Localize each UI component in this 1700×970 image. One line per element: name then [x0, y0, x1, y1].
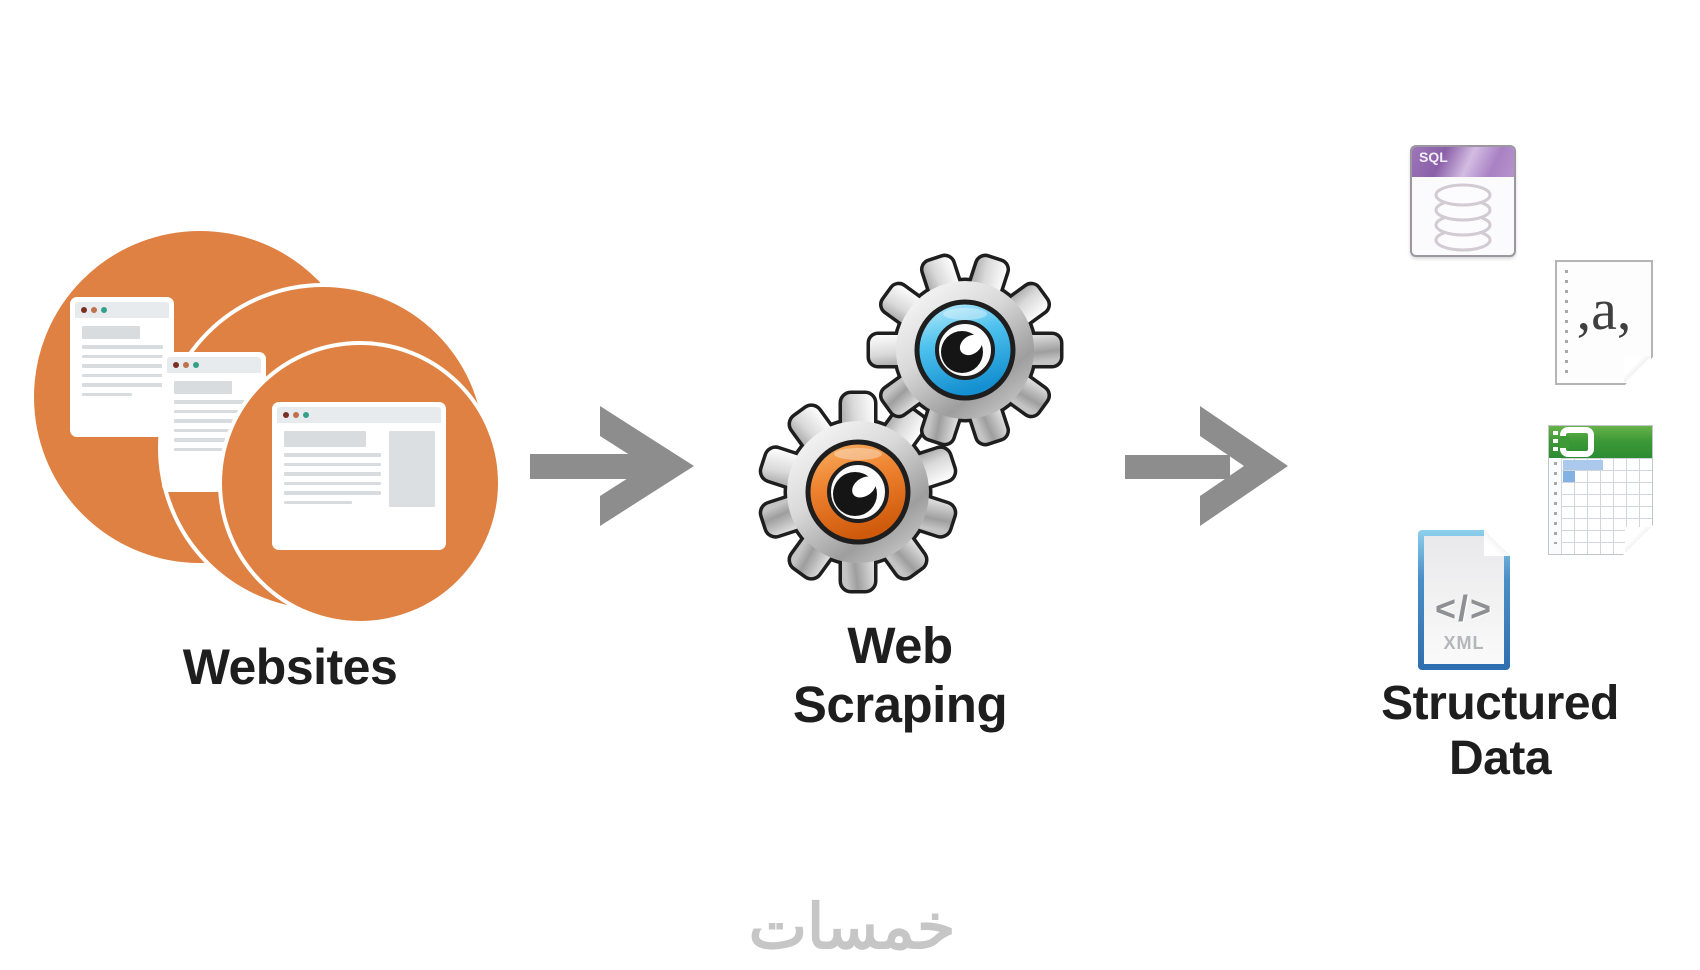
content-line: [284, 472, 381, 476]
content-line: [82, 383, 163, 387]
xml-badge: XML: [1443, 633, 1485, 653]
browser-titlebar: [75, 302, 169, 318]
csv-glyph: ,a,: [1576, 277, 1632, 342]
window-dot-icon: [91, 307, 97, 313]
window-dot-icon: [293, 412, 299, 418]
content-line: [174, 447, 225, 451]
content-line: [82, 345, 163, 349]
content-block: [82, 326, 140, 339]
csv-text-file-icon: ,a,: [1555, 260, 1653, 385]
websites-label: Websites: [182, 639, 398, 695]
browser-titlebar: [277, 407, 441, 423]
selected-cells: [1563, 471, 1575, 482]
content-line: [174, 438, 255, 442]
selected-cells: [1563, 460, 1603, 470]
content-line: [284, 481, 381, 485]
right-arrow-icon: [530, 406, 694, 526]
window-dot-icon: [283, 412, 289, 418]
web-scraping-label: Web Scraping: [792, 617, 1008, 733]
browser-content: [167, 373, 261, 451]
content-line: [82, 364, 163, 368]
sql-database-file-icon: SQL: [1410, 145, 1516, 257]
content-line: [174, 400, 255, 404]
content-block: [284, 431, 366, 447]
browser-titlebar: [167, 357, 261, 373]
window-dot-icon: [101, 307, 107, 313]
window-dot-icon: [173, 362, 179, 368]
window-dot-icon: [303, 412, 309, 418]
browser-content: [277, 423, 441, 507]
gear-blue: [870, 255, 1060, 445]
content-line: [82, 373, 163, 377]
content-block: [174, 381, 232, 394]
sql-badge: SQL: [1419, 149, 1448, 165]
browser-window-back: [70, 297, 174, 437]
database-cylinder-icon: [1412, 177, 1514, 255]
content-column: [284, 431, 381, 507]
folded-corner-icon: [1625, 527, 1652, 554]
window-dot-icon: [81, 307, 87, 313]
excel-file-header: [1549, 426, 1652, 458]
excel-logo-icon: [1553, 427, 1594, 457]
content-line: [284, 462, 381, 466]
content-line: [174, 428, 255, 432]
sql-file-header: SQL: [1412, 147, 1514, 177]
content-line: [284, 453, 381, 457]
window-dot-icon: [193, 362, 199, 368]
structured-data-label: Structured Data: [1381, 677, 1619, 785]
xml-file-body: </> XML: [1424, 536, 1504, 664]
content-line: [82, 354, 163, 358]
excel-spreadsheet-file-icon: [1548, 425, 1653, 555]
perforation-dots-icon: [1554, 462, 1557, 544]
content-line: [284, 491, 381, 495]
code-tag-icon: </>: [1434, 588, 1494, 629]
right-arrow-icon: [1125, 406, 1288, 526]
browser-content: [75, 318, 169, 396]
gear-orange: [760, 394, 956, 590]
folded-corner-icon: [1624, 356, 1651, 383]
gears-icon: [740, 230, 1090, 610]
content-line: [82, 392, 133, 396]
content-line: [174, 409, 255, 413]
content-sidebar-block: [389, 431, 435, 507]
window-dot-icon: [183, 362, 189, 368]
content-line: [174, 419, 255, 423]
browser-window-front: [272, 402, 446, 550]
khamsat-watermark: خمسات: [748, 893, 956, 962]
perforation-dots-icon: [1565, 270, 1568, 373]
xml-file-icon: </> XML: [1418, 530, 1510, 670]
content-line: [284, 500, 352, 504]
